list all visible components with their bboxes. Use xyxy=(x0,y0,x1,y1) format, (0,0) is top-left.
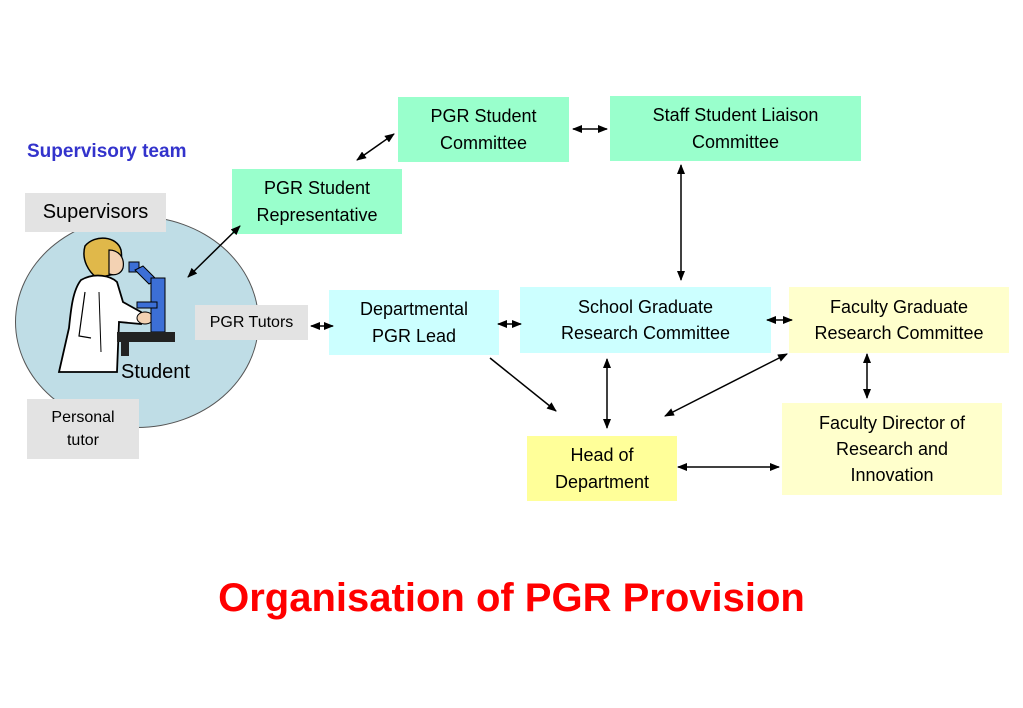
student-label: Student xyxy=(121,361,190,383)
faculty-graduate-research-committee-box: Faculty Graduate Research Committee xyxy=(789,287,1009,353)
arrow-rep-to-student-committee xyxy=(356,133,395,161)
faculty-director-box: Faculty Director of Research and Innovat… xyxy=(782,403,1002,495)
pgr-student-representative-box: PGR Student Representative xyxy=(232,169,402,234)
pgr-student-committee-box: PGR Student Committee xyxy=(398,97,569,162)
page-title: Organisation of PGR Provision xyxy=(218,576,805,620)
departmental-pgr-lead-box: Departmental PGR Lead xyxy=(329,290,499,355)
scientist-microscope-icon xyxy=(57,237,175,373)
staff-student-liaison-committee-box: Staff Student Liaison Committee xyxy=(610,96,861,161)
supervisory-team-label: Supervisory team xyxy=(27,141,187,162)
pgr-tutors-box: PGR Tutors xyxy=(195,305,308,340)
school-graduate-research-committee-box: School Graduate Research Committee xyxy=(520,287,771,353)
head-of-department-box: Head of Department xyxy=(527,436,677,501)
personal-tutor-box: Personal tutor xyxy=(27,399,139,459)
arrow-faculty-to-head xyxy=(664,353,788,417)
arrow-student-to-rep xyxy=(187,225,241,278)
arrow-lead-to-head xyxy=(489,357,557,412)
supervisors-box: Supervisors xyxy=(25,193,166,232)
